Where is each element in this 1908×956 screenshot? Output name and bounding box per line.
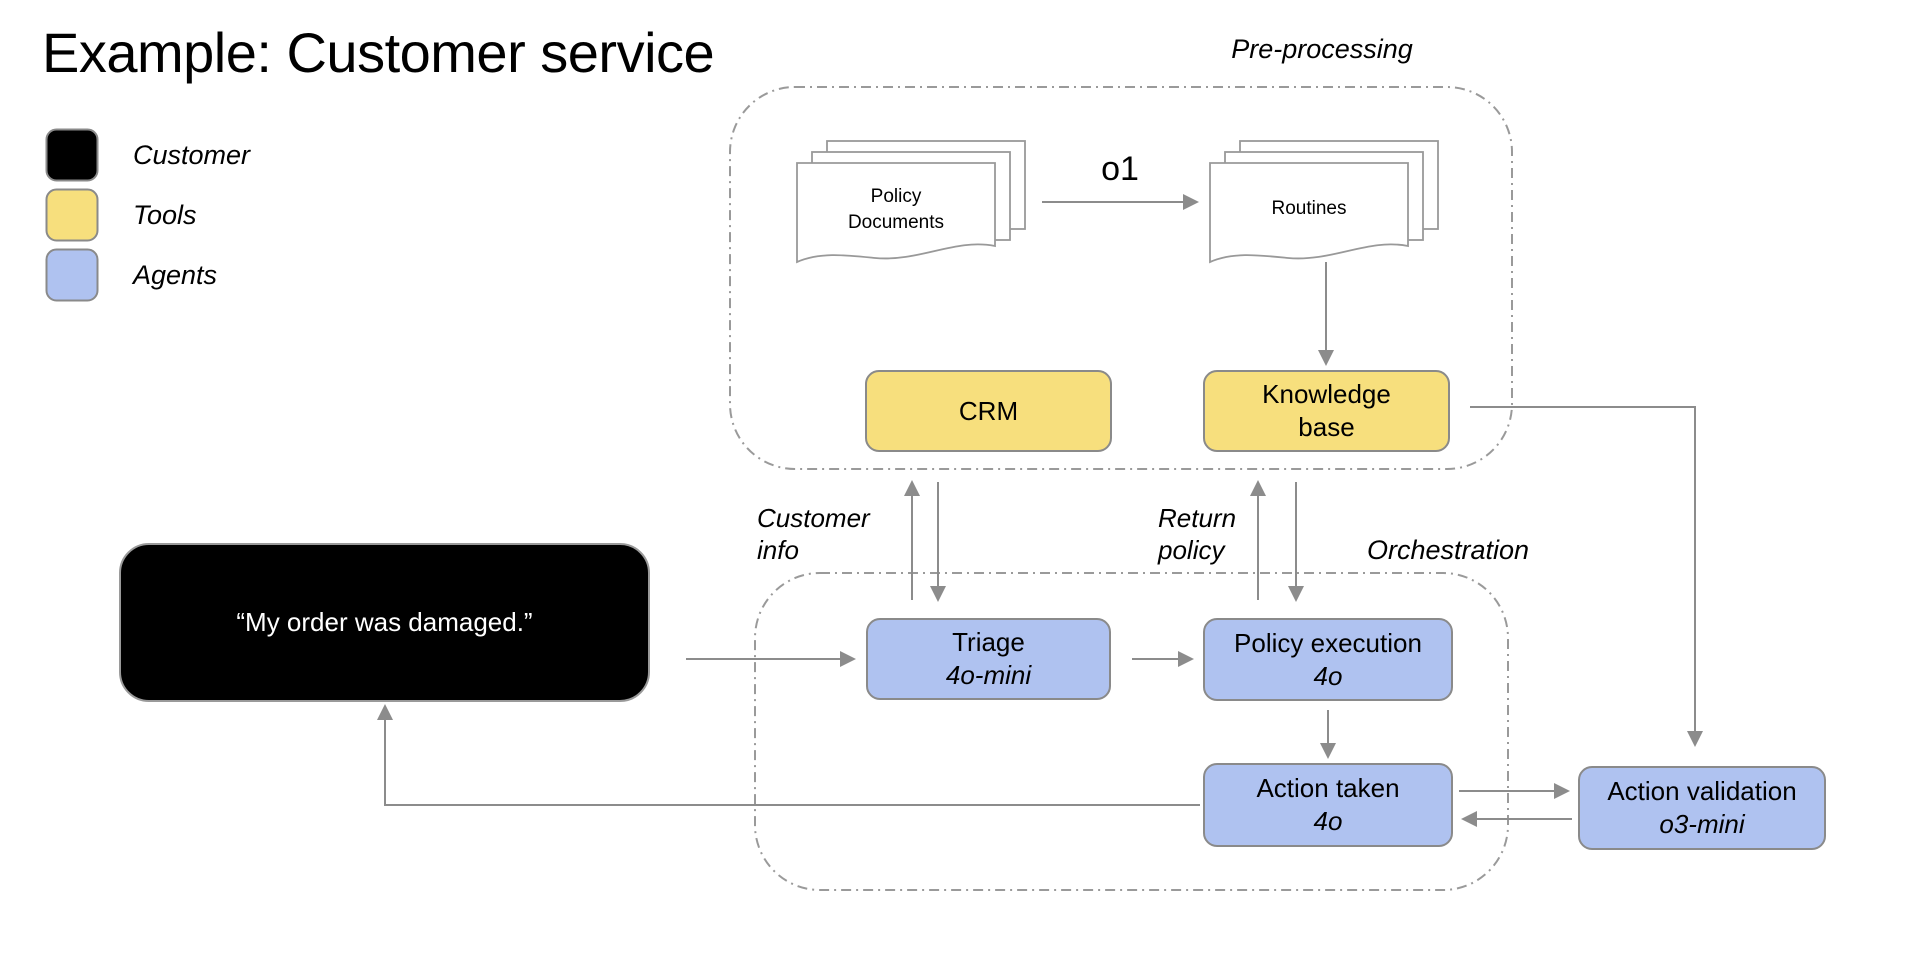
page-title: Example: Customer service: [42, 21, 715, 84]
routines-stack-icon: [1209, 140, 1439, 264]
triage-agent-title: Triage: [952, 627, 1025, 657]
customer-message-box: “My order was damaged.”: [119, 543, 650, 702]
legend-item-customer: Customer: [45, 128, 250, 182]
preprocessing-section-label: Pre-processing: [1231, 34, 1413, 64]
policy-documents-stack-icon: [796, 140, 1026, 264]
knowledge-base-node: Knowledge base: [1203, 370, 1450, 452]
action-validation-agent-node: Action validation o3-mini: [1578, 766, 1826, 850]
action-taken-agent-title: Action taken: [1256, 773, 1400, 803]
knowledge-base-node-label: Knowledge base: [1262, 379, 1391, 442]
customer-message-text: “My order was damaged.”: [236, 607, 533, 637]
routines-label: Routines: [1271, 198, 1347, 219]
return-policy-edge-label: Return policy: [1158, 503, 1237, 565]
policy-execution-agent-title: Policy execution: [1234, 627, 1422, 658]
crm-node-label: CRM: [958, 395, 1019, 426]
o1-model-label: o1: [1101, 150, 1139, 188]
legend-label-customer: Customer: [133, 140, 251, 170]
triage-agent-model: 4o-mini: [945, 660, 1032, 690]
legend-label-tools: Tools: [133, 200, 197, 230]
legend-label-agents: Agents: [133, 260, 218, 290]
policy-execution-agent-model: 4o: [1313, 660, 1343, 691]
policy-execution-agent-node: Policy execution 4o: [1203, 618, 1453, 701]
preprocessing-section-border: [729, 86, 1513, 470]
action-taken-agent-node: Action taken 4o: [1203, 763, 1453, 847]
orchestration-section-label: Orchestration: [1366, 535, 1530, 565]
legend-item-agents: Agents: [45, 248, 217, 302]
legend-item-tools: Tools: [45, 188, 197, 242]
action-validation-agent-model: o3-mini: [1659, 809, 1745, 839]
arrow-knowledge-base-to-action-validation: [1470, 406, 1703, 747]
agents-color-swatch-icon: [45, 248, 99, 302]
crm-node: CRM: [865, 370, 1112, 452]
orchestration-section-border: [754, 572, 1509, 891]
customer-color-swatch-icon: [45, 128, 99, 182]
customer-info-edge-label: Customer info: [757, 503, 870, 565]
arrow-action-taken-to-customer: [377, 704, 1200, 806]
policy-documents-label: Policy Documents: [847, 186, 945, 233]
action-taken-agent-model: 4o: [1313, 806, 1343, 836]
triage-agent-node: Triage 4o-mini: [866, 618, 1111, 700]
action-validation-agent-title: Action validation: [1607, 776, 1797, 806]
tools-color-swatch-icon: [45, 188, 99, 242]
